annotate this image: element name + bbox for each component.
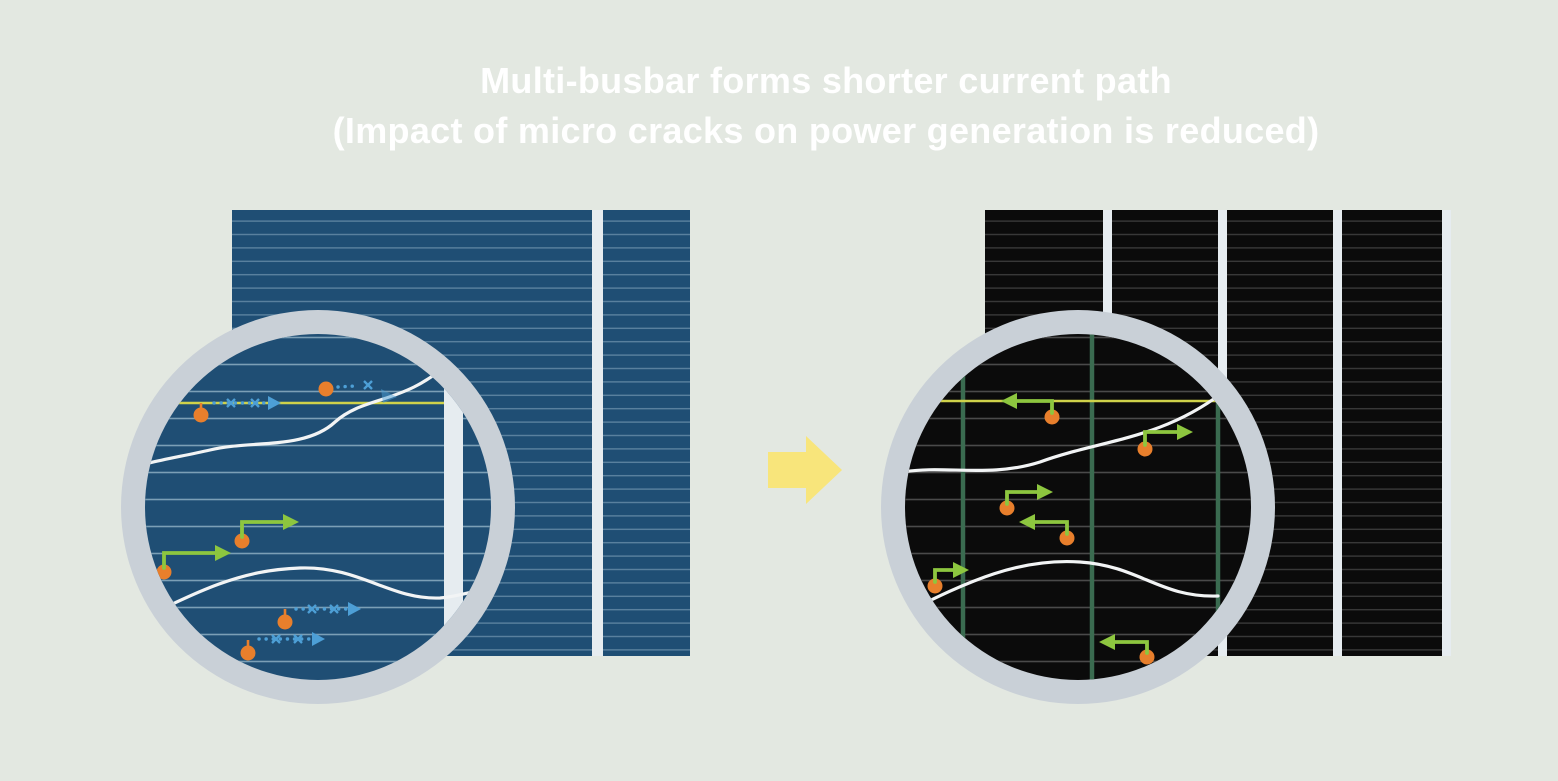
current-carrier [156,545,231,580]
figure-title: Multi-busbar forms shorter current path … [47,56,1558,156]
carrier-dot [156,564,172,580]
carrier-dot [1137,441,1153,457]
carrier-dot [318,381,334,397]
faded-arrowhead [381,389,397,403]
current-carrier [1001,393,1060,425]
current-carrier [1099,634,1155,665]
current-carrier [999,484,1053,516]
multi-busbar-magnifier [881,310,1275,704]
magnified-busbar [444,334,463,680]
carrier-dot [1059,530,1075,546]
current-flow-arrow [240,514,299,539]
micro-crack [905,391,1224,474]
carrier-dot [193,407,209,423]
blocked-current-carrier [318,379,397,403]
magnified-fingers [145,334,491,680]
current-carrier [1019,514,1075,546]
carrier-dot [234,533,250,549]
blocked-current-carrier [240,632,325,661]
figure-title-line2: (Impact of micro cracks on power generat… [332,110,1320,151]
micro-crack [145,566,480,627]
current-flow-arrow [1143,424,1193,447]
carrier-dot [1139,649,1155,665]
figure-title-line1: Multi-busbar forms shorter current path [480,60,1172,101]
conventional-cell-busbar [592,210,603,656]
carrier-dot [927,578,943,594]
current-carrier [234,514,299,549]
blocked-current-dots [336,384,358,389]
blocked-current-carrier [193,396,281,423]
blocked-current-carrier [277,602,361,630]
current-flow-arrow [1005,484,1053,506]
magnified-multi-busbar-view [905,334,1251,680]
carrier-dot [1044,409,1060,425]
current-flow-arrow [1001,393,1054,415]
current-flow-arrow [162,545,231,570]
micro-crack [905,559,1220,616]
current-carrier [1137,424,1193,457]
transition-arrow-icon [768,436,842,504]
magnified-conventional-view [145,334,491,680]
carrier-dot [999,500,1015,516]
multi-busbar-cell-busbar [1333,210,1342,656]
carrier-dot [277,614,293,630]
multi-busbar-cell-busbar [1442,210,1451,656]
current-flow-arrow [1019,514,1069,536]
current-flow-arrow [933,562,969,584]
carrier-dot [240,645,256,661]
conventional-magnifier [121,310,515,704]
current-flow-arrow [1099,634,1149,655]
current-carrier [927,562,969,594]
